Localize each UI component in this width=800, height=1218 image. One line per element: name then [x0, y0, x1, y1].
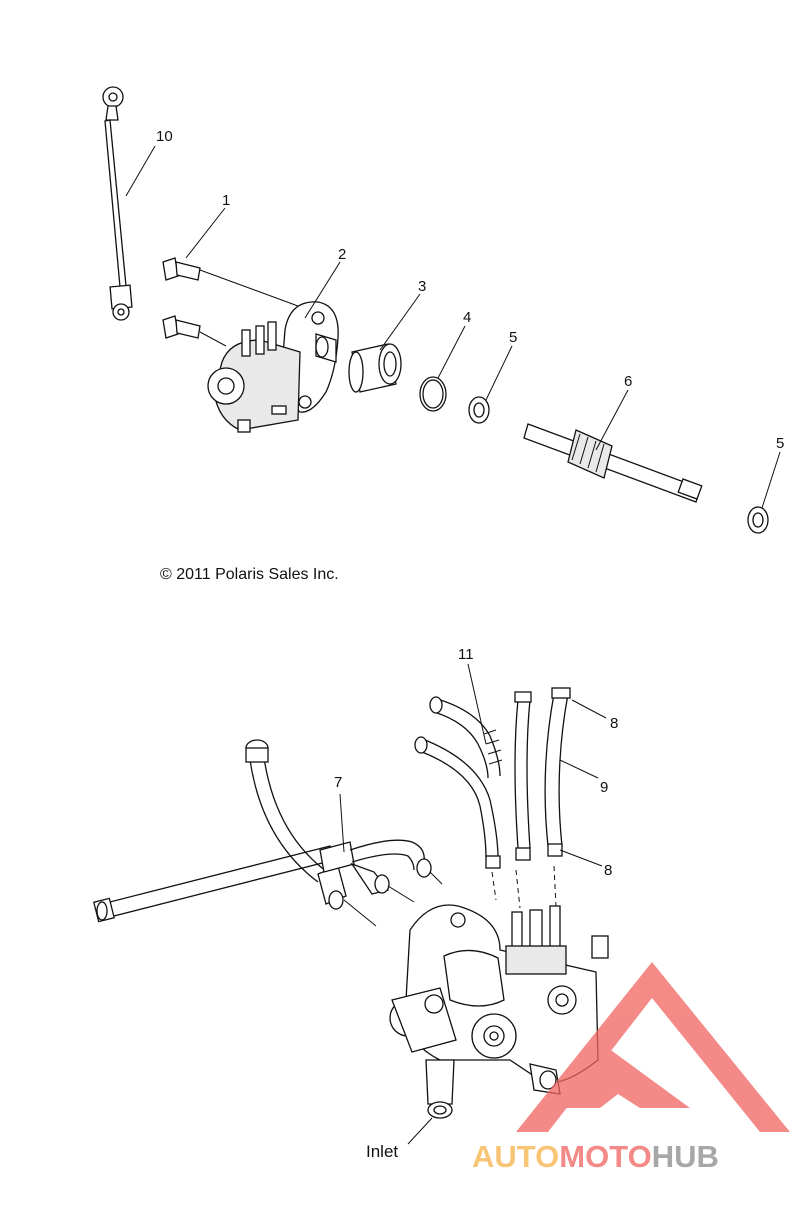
part-6-drive-shaft: [523, 423, 703, 503]
inlet-label: Inlet: [366, 1142, 398, 1161]
callout-6: 6: [624, 373, 632, 390]
callout-8-second: 8: [604, 862, 612, 879]
callout-5-second: 5: [776, 435, 784, 452]
part-2-oil-pump: [207, 301, 339, 433]
watermark-text: AUTOMOTOHUB: [472, 1139, 719, 1174]
callout-4: 4: [463, 309, 471, 326]
callout-8: 8: [610, 715, 618, 732]
callout-5: 5: [509, 329, 517, 346]
oil-pump-assembly-bottom: [389, 904, 609, 1119]
watermark-triangle-logo: [516, 962, 790, 1132]
watermark-hub: HUB: [652, 1139, 719, 1174]
callout-11: 11: [458, 646, 474, 663]
automotohub-watermark: AUTOMOTOHUB: [472, 962, 790, 1174]
copyright-text: © 2011 Polaris Sales Inc.: [160, 566, 339, 583]
part-9-hose: [544, 687, 571, 857]
callout-7: 7: [334, 774, 342, 791]
part-7-hose-assembly: [93, 739, 432, 923]
callout-10: 10: [156, 128, 173, 145]
watermark-inner-mark: [566, 1048, 690, 1108]
top-leader-lines: [125, 145, 781, 509]
watermark-moto: MOTO: [559, 1139, 651, 1174]
bottom-assembly-lines: [343, 865, 557, 927]
part-1-bolts: [162, 257, 201, 339]
callout-3: 3: [418, 278, 426, 295]
callout-9: 9: [600, 779, 608, 796]
part-5-washer-second-inner: [752, 512, 764, 528]
part-8-hose-left: [414, 736, 501, 869]
bottom-leader-lines: [339, 663, 607, 1145]
part-5-washer-inner: [473, 402, 485, 418]
part-8-hose-middle: [514, 691, 532, 861]
part-3-bushing: [348, 343, 402, 393]
part-10-linkage-rod: [102, 86, 133, 321]
callout-2: 2: [338, 246, 346, 263]
part-11-hose: [429, 696, 503, 779]
part-4-o-ring-inner: [422, 379, 444, 409]
callout-1: 1: [222, 192, 230, 209]
watermark-auto: AUTO: [472, 1139, 559, 1174]
